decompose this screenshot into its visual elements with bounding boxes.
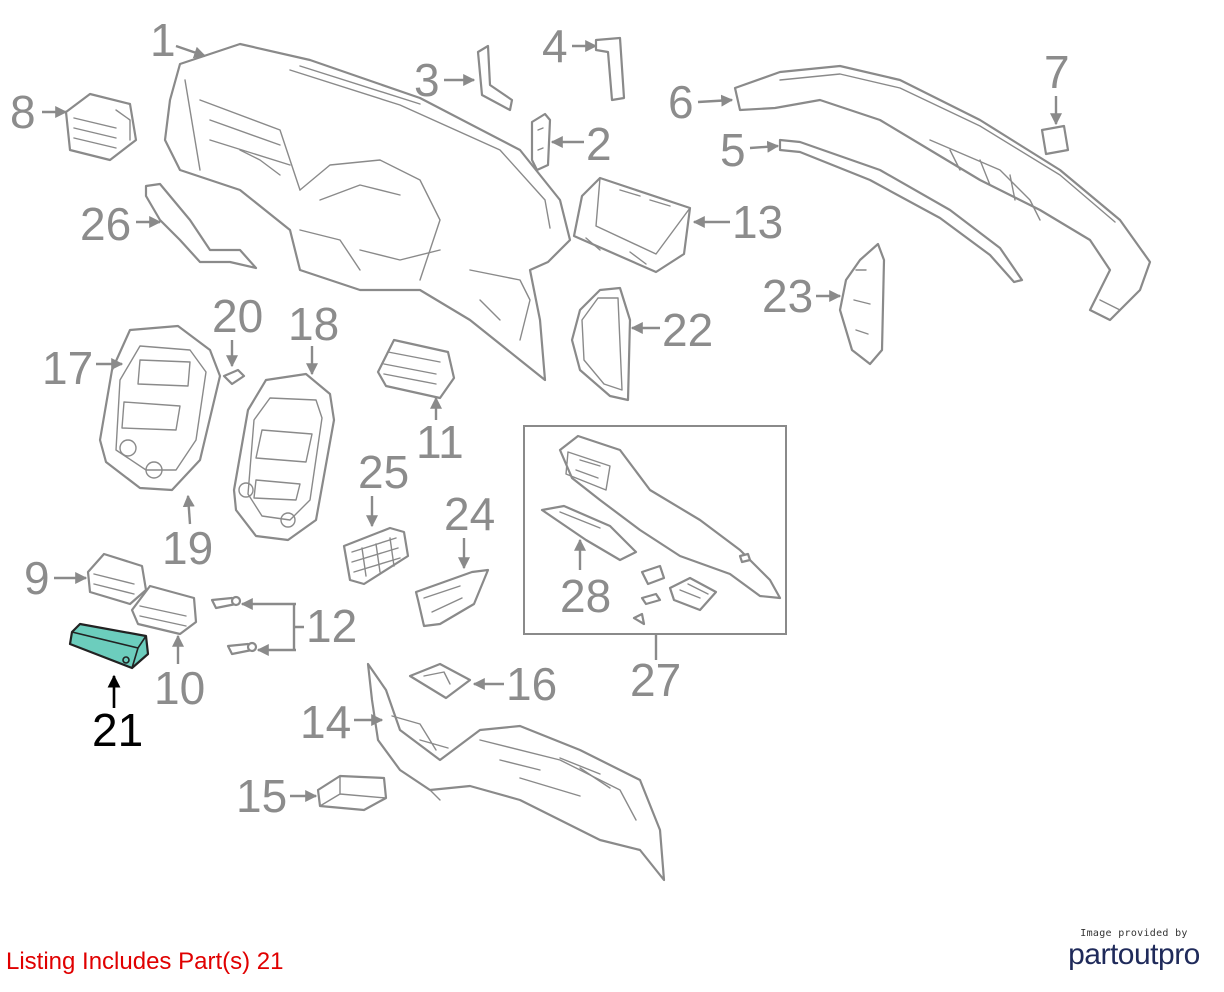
callout-28: 28 xyxy=(560,538,611,622)
callout-15-number: 15 xyxy=(236,770,287,822)
image-credit: Image provided by partoutpro xyxy=(1054,928,1214,972)
callout-8: 8 xyxy=(10,86,68,138)
callout-23-number: 23 xyxy=(762,270,813,322)
callout-9: 9 xyxy=(24,552,88,604)
callout-16: 16 xyxy=(472,658,557,710)
callout-16-number: 16 xyxy=(506,658,557,710)
callout-27: 27 xyxy=(630,634,681,706)
part-8-side-vent xyxy=(64,92,138,162)
part-14-lower-panel xyxy=(366,662,666,882)
callout-17: 17 xyxy=(42,342,124,394)
callout-2: 2 xyxy=(550,118,612,170)
part-16-bracket xyxy=(408,662,472,700)
callout-17-number: 17 xyxy=(42,342,93,394)
callout-15: 15 xyxy=(236,770,318,822)
callout-3-number: 3 xyxy=(414,54,440,106)
callout-3: 3 xyxy=(414,54,476,106)
callout-4: 4 xyxy=(542,20,598,72)
callout-28-number: 28 xyxy=(560,570,611,622)
callout-19-number: 19 xyxy=(162,522,213,574)
part-27-assembly-box xyxy=(523,425,787,635)
part-15-switch-module xyxy=(316,774,388,812)
callout-21: 21 xyxy=(92,674,143,756)
callout-23: 23 xyxy=(762,270,842,322)
callout-8-number: 8 xyxy=(10,86,36,138)
callout-25-number: 25 xyxy=(358,446,409,498)
callout-21-number: 21 xyxy=(92,704,143,756)
part-10-vent xyxy=(130,584,198,636)
part-23-side-cover xyxy=(838,242,886,366)
part-6-defroster-duct xyxy=(733,64,1152,322)
callout-20-number: 20 xyxy=(212,290,263,342)
callout-20: 20 xyxy=(212,290,263,368)
part-13-airbag-module xyxy=(572,176,692,274)
callout-6: 6 xyxy=(668,76,734,128)
callout-1: 1 xyxy=(150,14,207,66)
callout-4-number: 4 xyxy=(542,20,568,72)
part-24-trim-panel xyxy=(414,568,490,628)
callout-9-number: 9 xyxy=(24,552,50,604)
callout-19: 19 xyxy=(162,494,213,574)
callout-24: 24 xyxy=(444,488,495,570)
callout-1-number: 1 xyxy=(150,14,176,66)
callout-7: 7 xyxy=(1044,46,1070,126)
callout-6-number: 6 xyxy=(668,76,694,128)
part-11-center-vent xyxy=(376,338,456,400)
part-7-clip xyxy=(1040,124,1070,156)
part-25-grille xyxy=(342,526,410,586)
callout-14-number: 14 xyxy=(300,696,351,748)
callout-18: 18 xyxy=(288,298,339,376)
callout-11-number: 11 xyxy=(416,416,464,468)
part-20-clip xyxy=(222,368,246,386)
callout-18-number: 18 xyxy=(288,298,339,350)
credit-caption: Image provided by xyxy=(1080,928,1188,939)
callout-25: 25 xyxy=(358,446,409,528)
part-9-vent xyxy=(86,552,148,606)
callout-22: 22 xyxy=(630,304,713,356)
part-21-highlighted xyxy=(68,622,150,670)
callout-12-number: 12 xyxy=(306,600,357,652)
part-4-bracket xyxy=(594,36,626,102)
callout-5-number: 5 xyxy=(720,124,746,176)
callout-12: 12 xyxy=(240,598,357,656)
callout-22-number: 22 xyxy=(662,304,713,356)
part-26-lower-trim xyxy=(144,182,258,270)
callout-11: 11 xyxy=(416,396,464,468)
callout-27-number: 27 xyxy=(630,654,681,706)
part-22-end-cap xyxy=(570,286,632,402)
callout-26-number: 26 xyxy=(80,198,131,250)
callout-13: 13 xyxy=(692,196,783,248)
partoutpro-logo: partoutpro xyxy=(1068,938,1200,971)
part-1-dashboard xyxy=(163,42,572,382)
part-2-bracket xyxy=(530,112,552,172)
callout-2-number: 2 xyxy=(586,118,612,170)
callout-14: 14 xyxy=(300,696,384,748)
callout-5: 5 xyxy=(720,124,780,176)
part-18-center-bezel-alt xyxy=(232,372,336,542)
part-5-seal-strip xyxy=(778,138,1024,284)
listing-note: Listing Includes Part(s) 21 xyxy=(6,948,284,975)
callout-24-number: 24 xyxy=(444,488,495,540)
callout-10-number: 10 xyxy=(154,662,205,714)
part-17-center-bezel xyxy=(98,324,222,492)
callout-10: 10 xyxy=(154,634,205,714)
part-3-bracket xyxy=(476,44,514,112)
callout-13-number: 13 xyxy=(732,196,783,248)
callout-26: 26 xyxy=(80,198,162,250)
callout-7-number: 7 xyxy=(1044,46,1070,98)
part-12-screws xyxy=(210,595,258,656)
